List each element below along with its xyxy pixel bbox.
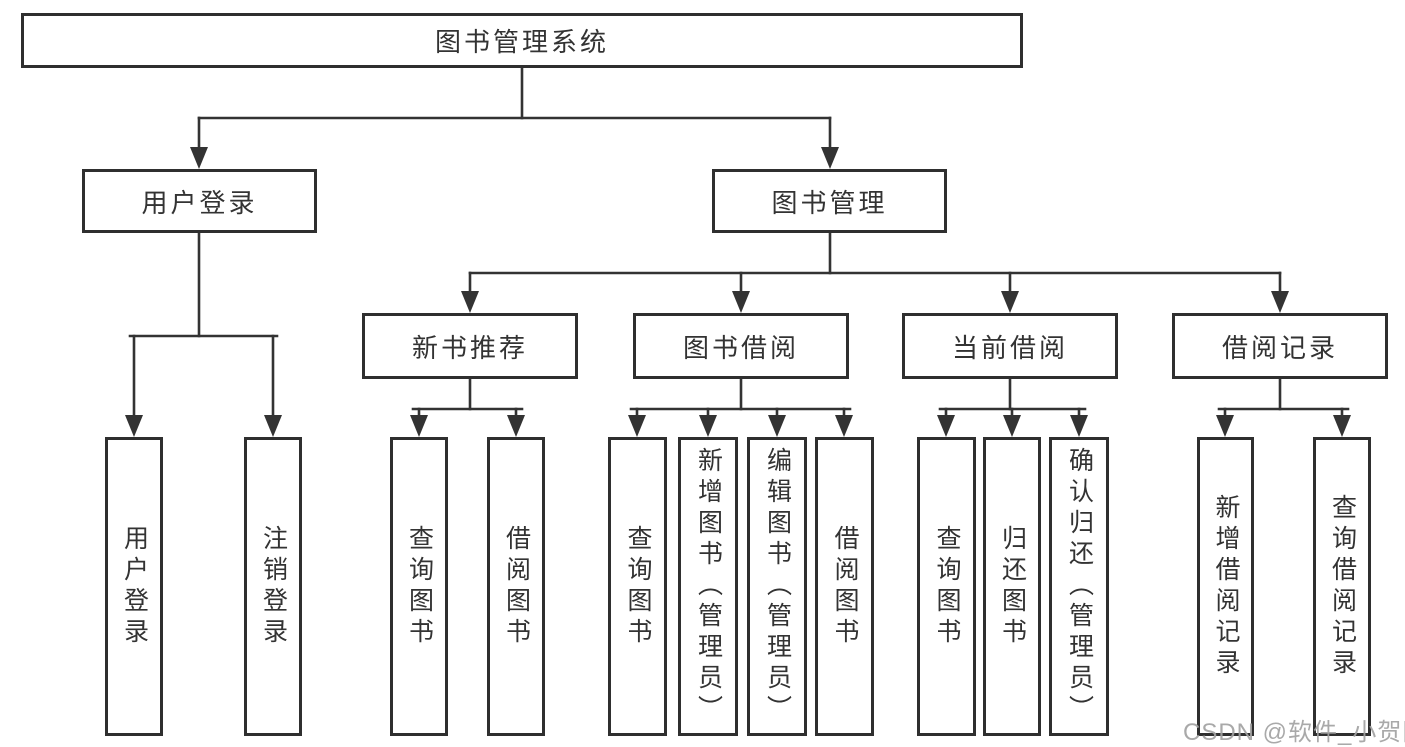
leaf-add-book-admin-label: 新增图书（管理员） — [694, 447, 723, 726]
leaf-add-book-admin: 新增图书（管理员） — [678, 437, 738, 736]
leaf-user-login-label: 用户登录 — [120, 524, 149, 649]
leaf-query-borrow-record-label: 查询借阅记录 — [1328, 493, 1357, 680]
leaf-confirm-return-admin: 确认归还（管理员） — [1049, 437, 1109, 736]
node-borrow-records: 借阅记录 — [1172, 313, 1388, 379]
node-book-borrow: 图书借阅 — [633, 313, 849, 379]
node-user-login: 用户登录 — [82, 169, 317, 233]
leaf-edit-book-admin: 编辑图书（管理员） — [747, 437, 807, 736]
node-new-book-recommend: 新书推荐 — [362, 313, 578, 379]
node-book-borrow-label: 图书借阅 — [682, 332, 799, 363]
node-borrow-records-label: 借阅记录 — [1221, 332, 1338, 363]
leaf-query-book-current: 查询图书 — [917, 437, 976, 736]
leaf-user-login: 用户登录 — [105, 437, 163, 736]
node-root: 图书管理系统 — [21, 13, 1023, 68]
leaf-borrow-book-recommend: 借阅图书 — [487, 437, 545, 736]
leaf-return-book: 归还图书 — [983, 437, 1041, 736]
leaf-logout: 注销登录 — [244, 437, 302, 736]
leaf-query-borrow-record: 查询借阅记录 — [1313, 437, 1371, 736]
node-user-login-label: 用户登录 — [141, 187, 258, 218]
node-root-label: 图书管理系统 — [434, 27, 609, 57]
leaf-query-book-recommend: 查询图书 — [390, 437, 448, 736]
csdn-watermark: CSDN @软件_小贺同学 — [1183, 719, 1405, 746]
leaf-borrow-book: 借阅图书 — [815, 437, 874, 736]
leaf-borrow-book-label: 借阅图书 — [831, 524, 859, 649]
leaf-borrow-book-recommend-label: 借阅图书 — [502, 524, 531, 649]
leaf-add-borrow-record-label: 新增借阅记录 — [1212, 493, 1240, 680]
node-current-borrow: 当前借阅 — [902, 313, 1118, 379]
node-book-management: 图书管理 — [712, 169, 947, 233]
leaf-add-borrow-record: 新增借阅记录 — [1197, 437, 1254, 736]
leaf-return-book-label: 归还图书 — [998, 524, 1027, 649]
leaf-query-book-current-label: 查询图书 — [933, 524, 961, 649]
leaf-query-book-borrow: 查询图书 — [608, 437, 667, 736]
node-book-management-label: 图书管理 — [771, 187, 888, 218]
leaf-logout-label: 注销登录 — [259, 524, 288, 649]
leaf-query-book-recommend-label: 查询图书 — [405, 524, 434, 649]
node-current-borrow-label: 当前借阅 — [951, 332, 1068, 363]
leaf-query-book-borrow-label: 查询图书 — [624, 524, 652, 649]
node-new-book-recommend-label: 新书推荐 — [411, 332, 528, 363]
leaf-edit-book-admin-label: 编辑图书（管理员） — [763, 447, 792, 726]
leaf-confirm-return-admin-label: 确认归还（管理员） — [1065, 447, 1094, 726]
